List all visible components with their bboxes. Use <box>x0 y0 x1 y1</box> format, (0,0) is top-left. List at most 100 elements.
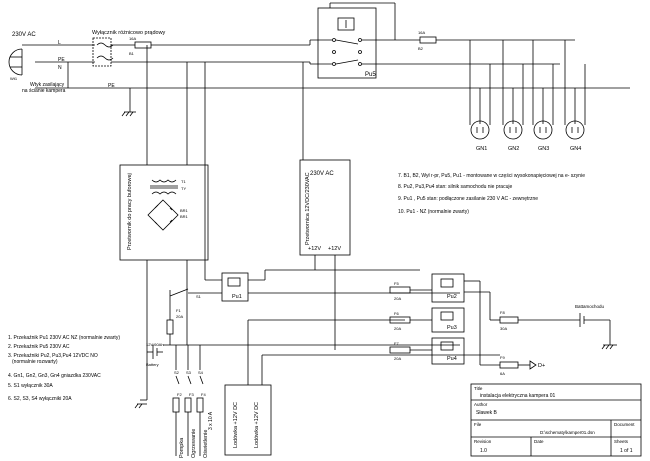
power-plug <box>8 48 23 76</box>
relay-pu5-coil <box>337 17 355 31</box>
relay-pu2-label: Pu2 <box>447 294 457 300</box>
date-label: Date <box>534 439 544 444</box>
switch-s3 <box>187 375 192 385</box>
wire-n-label: N <box>58 65 62 71</box>
socket-gn2-label: GN2 <box>508 146 519 152</box>
revision-value: 1.0 <box>480 448 487 454</box>
converter-v2: +12V <box>328 246 341 252</box>
switch-s2-label: S2 <box>174 370 180 375</box>
transformer-t1-sub: TY <box>181 186 186 191</box>
fridge-label-2: Lodówka +12V DC <box>254 402 260 448</box>
fuse-b1 <box>134 41 152 49</box>
d-plus-label: D+ <box>538 363 545 369</box>
plug-ref-label: Wt1 <box>10 76 18 81</box>
converter-ac-label: 230V AC <box>310 171 334 177</box>
fuse-b2-value: 16A <box>418 30 425 35</box>
relay-pu5-label: Pu5 <box>365 72 376 78</box>
legend-1: 1. Przekaźnik Pu1 230V AC NZ (normalnie … <box>8 335 120 341</box>
supply-voltage-label: 230V AC <box>12 32 36 38</box>
file-value: D:\schematy\kamper01.dsn <box>540 430 595 435</box>
title-block <box>470 383 642 457</box>
legend-4: 4. Gn1, Gn2, Gn3, Gn4 gniazdka 230VAC <box>8 373 101 379</box>
plug-desc-line-1: Wtyk zasilający <box>30 82 65 88</box>
fuse-f4 <box>196 397 204 413</box>
fuse-f5-label: F5 <box>394 281 399 286</box>
fuse-f1-label: F1 <box>176 308 181 313</box>
fuse-f2 <box>172 397 180 413</box>
switch-s2 <box>175 375 180 385</box>
load-pump: Pompka <box>179 437 185 458</box>
fuse-f2-label: F2 <box>177 392 182 397</box>
fridge-box <box>224 384 272 456</box>
transformer-t1 <box>150 179 178 195</box>
fuse-f3-label: F3 <box>189 392 194 397</box>
bridge-rectifier-br1 <box>147 199 179 231</box>
sheets-value: 1 of 1 <box>620 448 633 454</box>
relay-pu1-box <box>221 272 249 302</box>
load-heating: Ogrzewanie <box>191 429 197 458</box>
fuse-b1-value: 16A <box>129 36 136 41</box>
socket-gn1-label: GN1 <box>476 146 487 152</box>
d-plus-arrow <box>529 360 537 370</box>
rectifier-sub: BR1 <box>180 214 189 219</box>
battery-label: Battery <box>146 362 159 367</box>
fridge-label-1: Lodówka +12V DC <box>233 402 239 448</box>
legend-2: 2. Przekaźnik Pu5 230V AC <box>8 344 70 350</box>
author-label: Author <box>474 402 488 407</box>
load-lighting: Oświetlenie <box>203 430 209 458</box>
file-label: File <box>474 422 482 427</box>
transformer-t1-label: T1 <box>181 179 186 184</box>
fuse-b2 <box>419 36 437 44</box>
switch-s4 <box>199 375 204 385</box>
battery-capacity: 12V/60Ah <box>146 342 164 347</box>
fuse-f5 <box>389 286 411 294</box>
author-value: Sławek B <box>476 410 498 416</box>
fuse-f6-value: 20A <box>394 326 401 331</box>
socket-gn2 <box>503 120 523 140</box>
relay-pu2-box <box>431 273 465 303</box>
pe-bus-label: PE <box>108 83 115 89</box>
socket-gn4 <box>565 120 585 140</box>
document-label: Document <box>614 422 635 427</box>
title-label: Title <box>474 386 483 391</box>
charger-title: Przetwornik do pracy buforowej <box>127 173 133 250</box>
fuse-f1-value: 20A <box>176 314 183 319</box>
plug-description: Wtyk zasilający na ścianie kampera <box>22 82 66 94</box>
note-10: 10. Pu1 - NZ (normalnie zwarty) <box>398 209 469 215</box>
wire-l-label: L <box>58 40 61 46</box>
rectifier-label: BR1 <box>180 208 189 213</box>
ground-symbol-pe <box>121 88 136 117</box>
socket-gn4-label: GN4 <box>570 146 581 152</box>
converter-box <box>299 159 351 256</box>
fuse-f7-value: 20A <box>394 356 401 361</box>
vehicle-battery-label: Battamochodu <box>575 304 605 309</box>
relay-pu5-box <box>317 7 377 79</box>
fuse-f3 <box>184 397 192 413</box>
charger-box <box>119 164 209 261</box>
switch-s1 <box>169 288 189 297</box>
fuse-f9-label: F9 <box>500 355 505 360</box>
fuse-f6-label: F6 <box>394 311 399 316</box>
fuse-f7-label: F7 <box>394 341 399 346</box>
fuse-f4-label: F4 <box>201 392 206 397</box>
fuse-f1 <box>166 319 174 335</box>
battery-symbol <box>147 345 163 359</box>
converter-v1: +12V <box>308 246 321 252</box>
note-9: 9. Pu1 , Pu5 stan: podłączone zasilanie … <box>398 196 538 202</box>
socket-gn1 <box>470 120 490 140</box>
fuse-b1-ref: B1 <box>129 51 135 56</box>
legend-3: 3. Przekaźniki Pu2, Pu3,Pu4 12VDC NO (no… <box>8 353 99 365</box>
switch-s3-label: S3 <box>186 370 192 375</box>
fuses-rating: 3 x 10 A <box>208 411 214 430</box>
fuse-b2-ref: B2 <box>418 46 424 51</box>
socket-gn3 <box>533 120 553 140</box>
converter-title: Przetwornica 12VDC/230VAC <box>305 172 311 245</box>
fuse-f8-value: 30A <box>500 326 507 331</box>
fuse-f8 <box>499 316 519 324</box>
relay-pu1-label: Pu1 <box>232 294 242 300</box>
rcd-label: Wyłącznik różnicowo prądowy <box>92 30 166 36</box>
plug-desc-line-2: na ścianie kampera <box>22 88 66 94</box>
switch-s4-label: S4 <box>198 370 204 375</box>
